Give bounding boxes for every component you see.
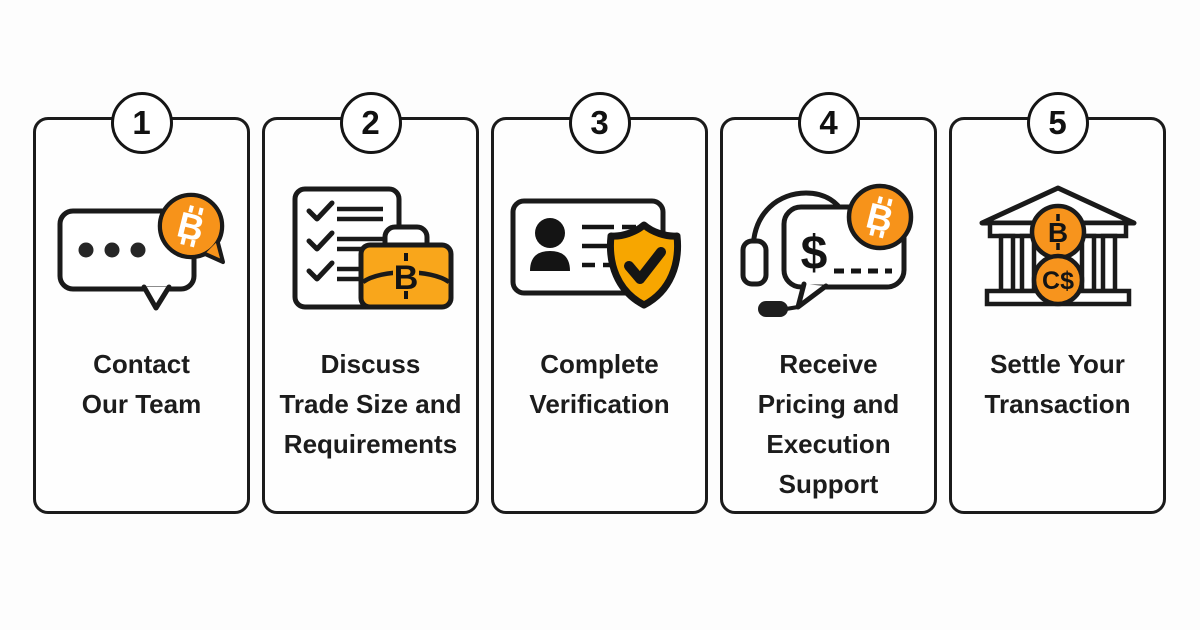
- step-label-line: Complete: [540, 349, 659, 379]
- step-card-5: 5 B: [949, 92, 1166, 514]
- bitcoin-coin-icon: B: [1029, 203, 1086, 261]
- step-card-1: 1 B: [33, 92, 250, 514]
- step-label-line: Execution: [766, 429, 891, 459]
- step-label-line: Receive: [779, 349, 878, 379]
- steps-row: 1 B: [33, 92, 1166, 514]
- step-number: 1: [132, 104, 151, 141]
- step-label: Receive Pricing and Execution Support: [723, 344, 934, 504]
- bitcoin-b-glyph: B: [393, 259, 418, 297]
- step-number: 3: [590, 104, 609, 141]
- bank-coins-icon: B C$: [952, 176, 1163, 326]
- step-card-2: 2: [262, 92, 479, 514]
- step-label: Contact Our Team: [36, 344, 247, 424]
- step-label: Discuss Trade Size and Requirements: [265, 344, 476, 464]
- id-card-shield-icon: [494, 176, 705, 326]
- headset-pricing-chat-svg: $ B: [740, 183, 913, 317]
- dollar-glyph: $: [800, 227, 827, 280]
- step-label-line: Pricing and: [757, 389, 900, 419]
- cad-glyph: C$: [1042, 267, 1074, 295]
- chat-bubble-bitcoin-icon: B: [36, 176, 247, 326]
- step-label-line: Requirements: [283, 429, 458, 459]
- bitcoin-badge-icon: B: [157, 192, 225, 264]
- step-number: 2: [361, 104, 380, 141]
- step-number-badge: 2: [339, 92, 402, 154]
- chat-bubble-bitcoin-svg: B: [57, 192, 225, 311]
- step-label-line: Trade Size and: [279, 389, 462, 419]
- step-label-line: Transaction: [984, 389, 1131, 419]
- bitcoin-coin-icon: B: [846, 183, 913, 251]
- step-card-3: 3 Complete Ve: [491, 92, 708, 514]
- step-card-4: 4 $ B: [720, 92, 937, 514]
- shield-check-icon: [606, 221, 681, 309]
- step-number: 4: [819, 104, 838, 141]
- step-label: Complete Verification: [494, 344, 705, 424]
- step-number-badge: 3: [568, 92, 631, 154]
- step-label: Settle Your Transaction: [952, 344, 1163, 424]
- checklist-briefcase-svg: B: [292, 186, 453, 310]
- step-number-badge: 4: [797, 92, 860, 154]
- cad-coin-icon: C$: [1031, 253, 1084, 307]
- step-number-badge: 1: [110, 92, 173, 154]
- step-number: 5: [1048, 104, 1067, 141]
- checklist-briefcase-icon: B: [265, 176, 476, 326]
- headset-pricing-chat-icon: $ B: [723, 176, 934, 326]
- bitcoin-briefcase-icon: B: [358, 224, 453, 310]
- step-number-badge: 5: [1026, 92, 1089, 154]
- bank-coins-svg: B C$: [979, 185, 1136, 307]
- step-label-line: Support: [778, 469, 879, 499]
- step-label-line: Contact: [93, 349, 190, 379]
- id-card-shield-svg: [510, 198, 681, 309]
- microphone-icon: [757, 301, 788, 317]
- bitcoin-b-glyph: B: [1047, 217, 1067, 248]
- step-label-line: Settle Your: [990, 349, 1125, 379]
- step-label-line: Verification: [529, 389, 670, 419]
- step-label-line: Discuss: [320, 349, 421, 379]
- step-label-line: Our Team: [81, 389, 202, 419]
